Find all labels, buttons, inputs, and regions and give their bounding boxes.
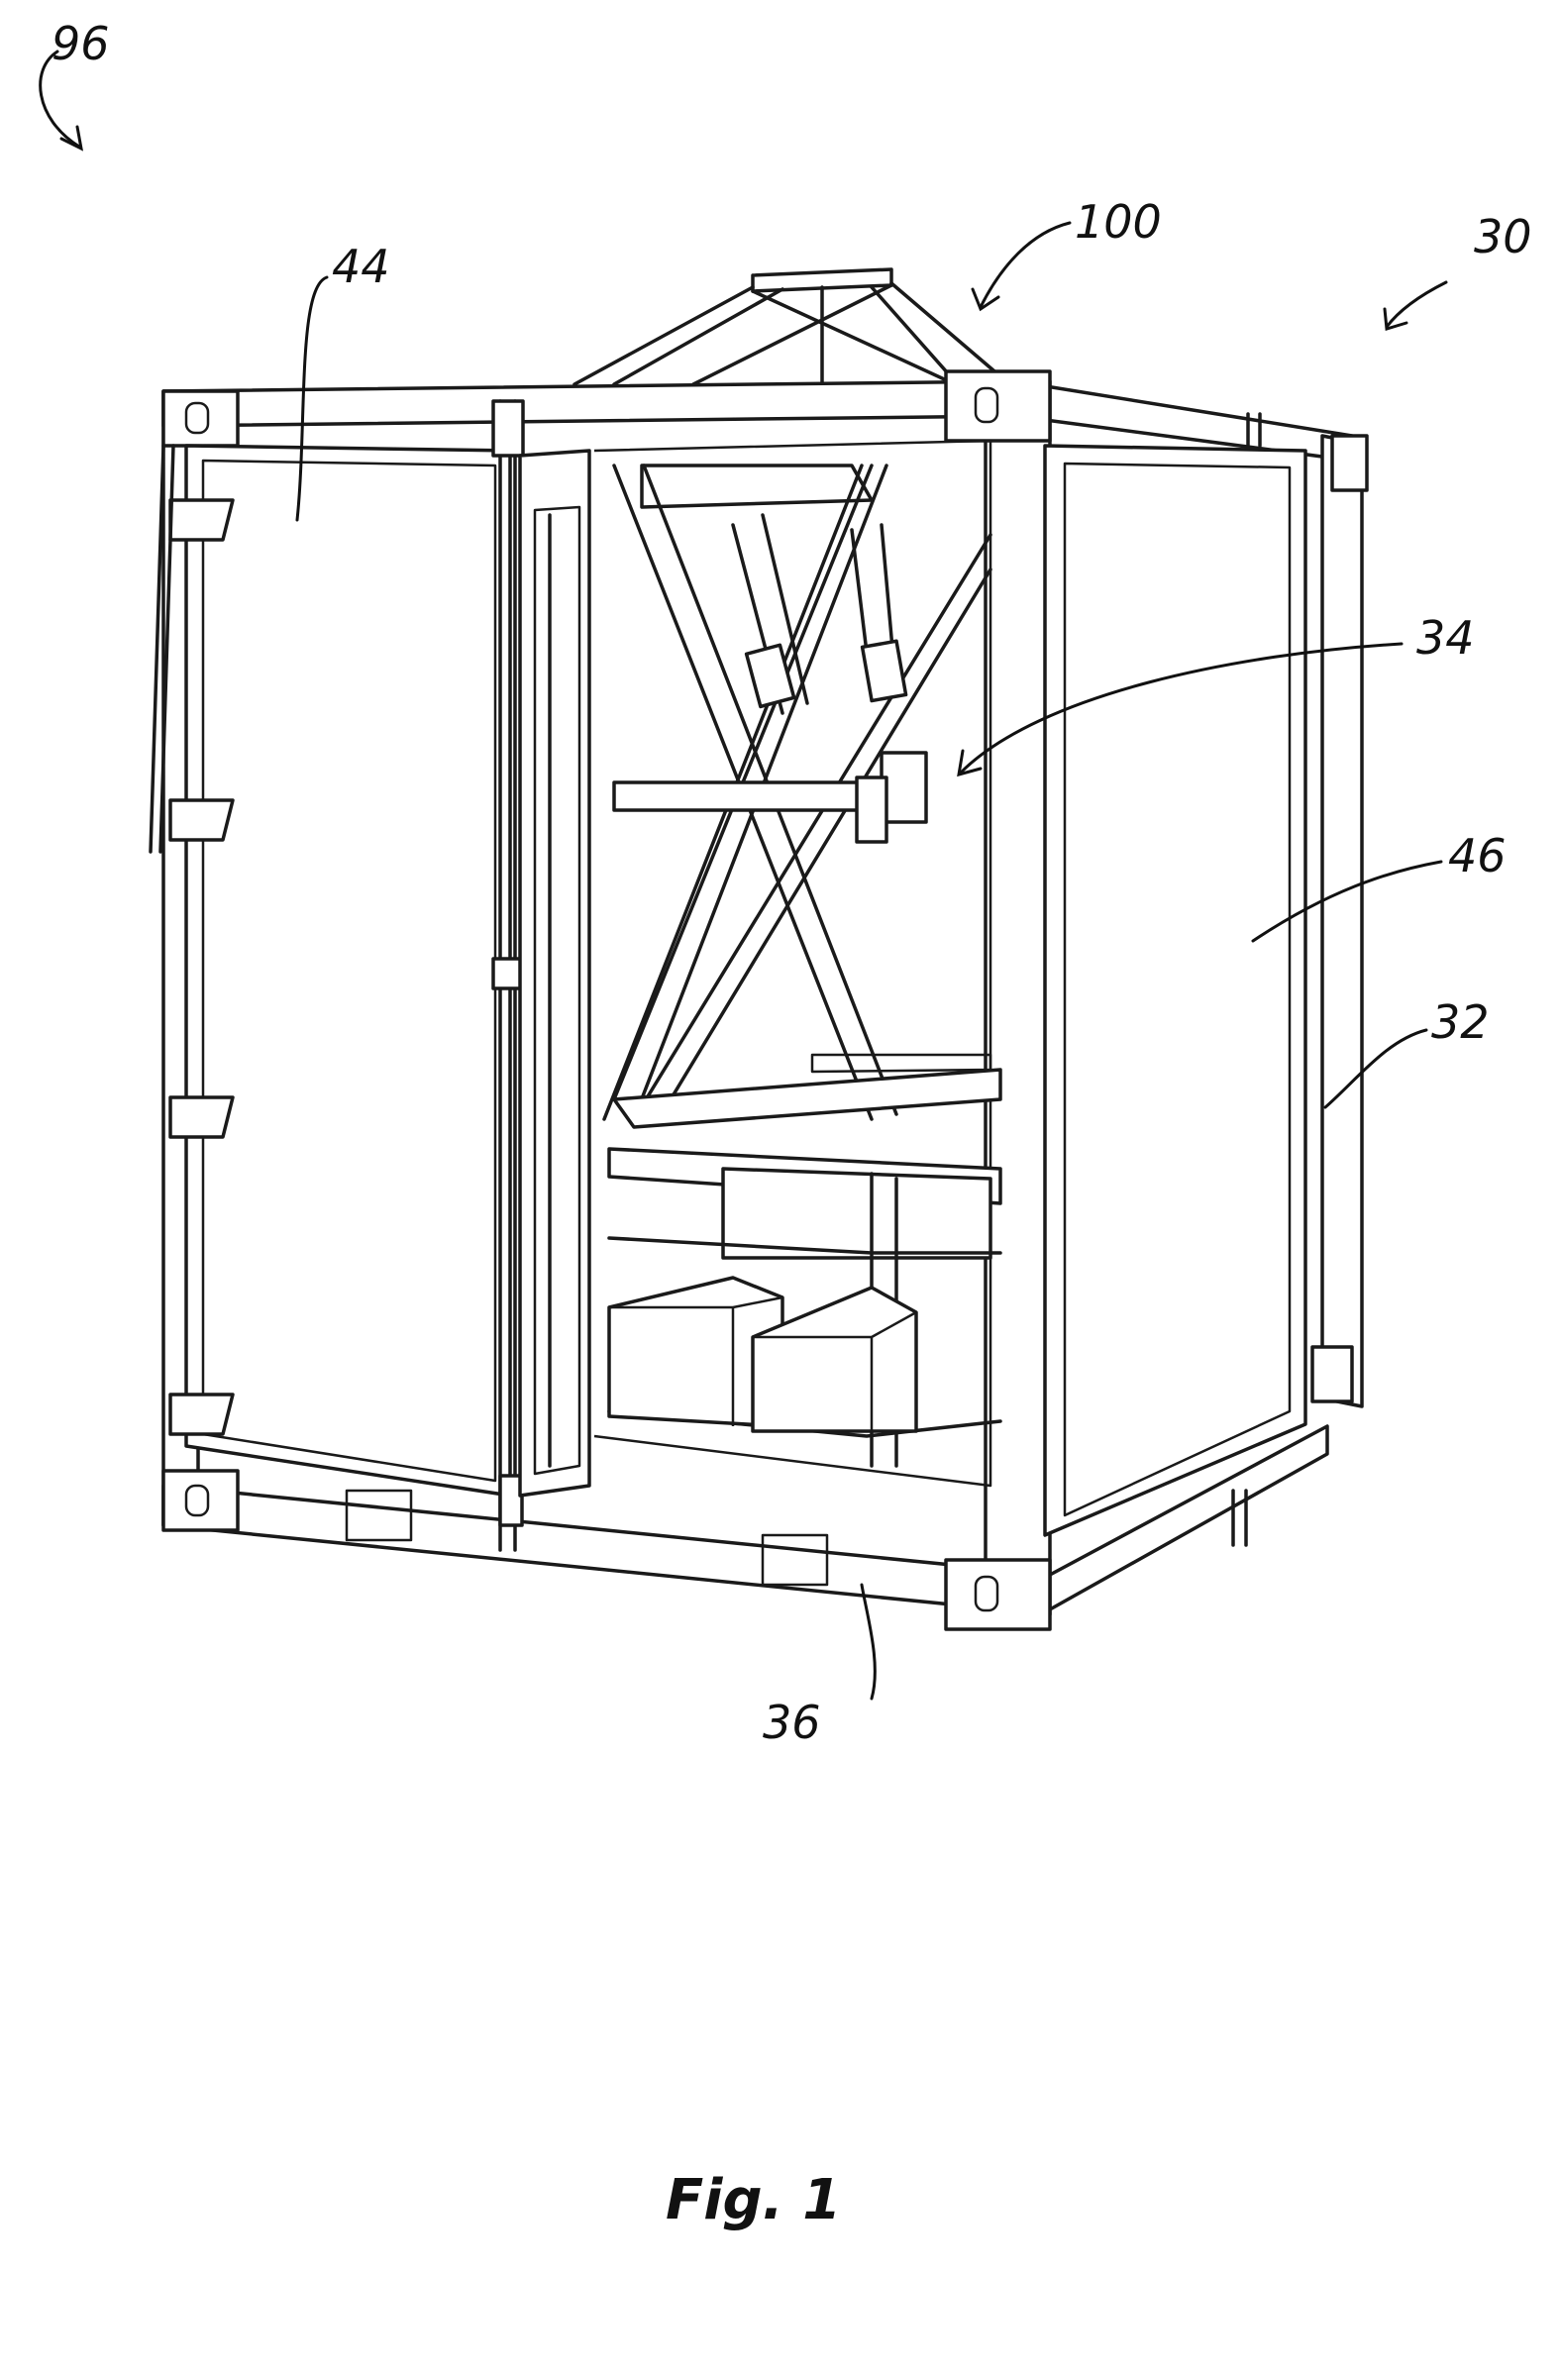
center-door [520, 451, 589, 1496]
ref-32-label: 32 [1431, 995, 1490, 1049]
figure-caption: Fig. 1 [666, 2168, 841, 2232]
right-door-46 [1045, 446, 1305, 1535]
ref-30-leader [1387, 282, 1446, 327]
ref-96-group: 96 [41, 17, 110, 149]
scissor-lift-34 [594, 441, 1000, 1486]
ref-34-label: 34 [1416, 611, 1475, 665]
left-door-44 [151, 401, 523, 1550]
ref-36-label: 36 [763, 1696, 821, 1749]
ref-36-leader [862, 1585, 875, 1699]
lifting-frame-100 [574, 269, 1000, 384]
ref-46-label: 46 [1448, 829, 1507, 882]
ref-100-leader [981, 223, 1070, 307]
ref-30-label: 30 [1474, 210, 1532, 263]
ref-96-label: 96 [52, 17, 110, 70]
ref-100-label: 100 [1075, 195, 1162, 249]
ref-44-label: 44 [332, 240, 390, 293]
